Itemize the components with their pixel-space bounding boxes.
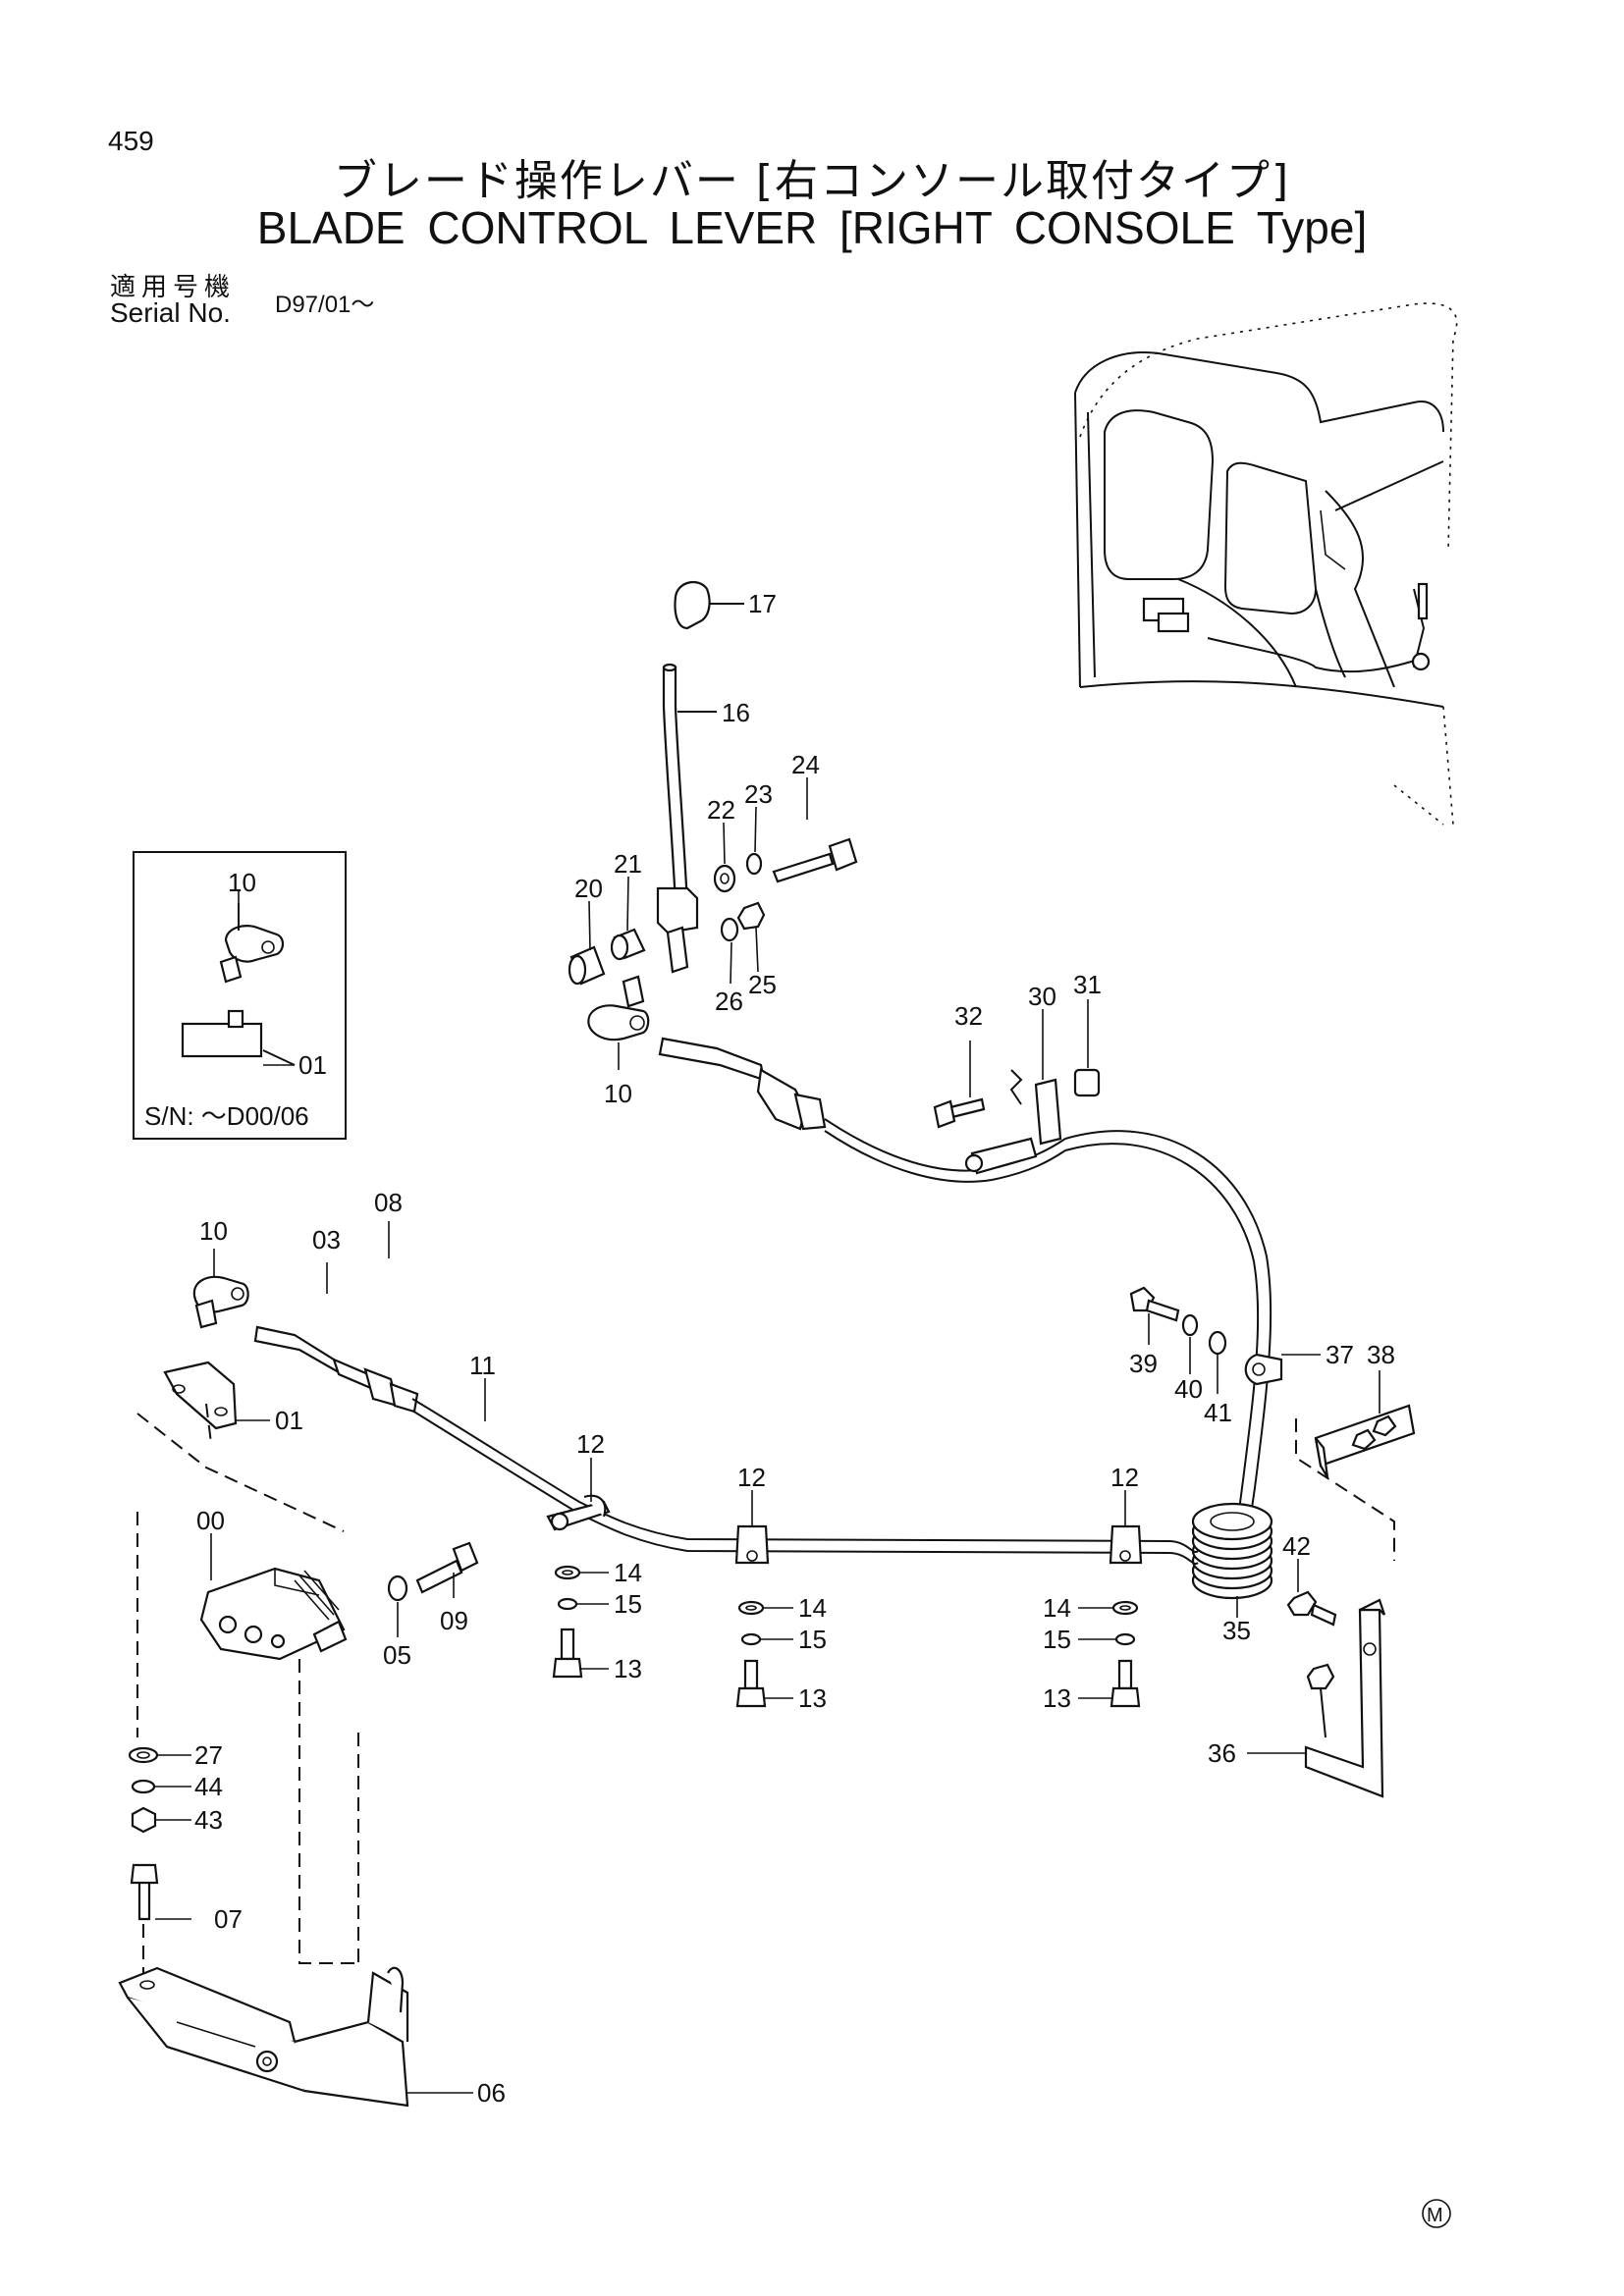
callout-inset-01: 01 (298, 1050, 327, 1080)
callout-36: 36 (1208, 1738, 1236, 1768)
callout-41: 41 (1204, 1398, 1232, 1427)
callout-09: 09 (440, 1606, 468, 1635)
lever-assembly (568, 580, 1272, 1552)
svg-text:M: M (1427, 2205, 1443, 2226)
callout-14-c: 14 (1043, 1593, 1071, 1623)
callout-13-b: 13 (798, 1683, 827, 1713)
callout-13-c: 13 (1043, 1683, 1071, 1713)
callout-13-a: 13 (614, 1654, 642, 1683)
fastener-set-c (1110, 1600, 1141, 1708)
callout-14-a: 14 (614, 1558, 642, 1587)
callout-31: 31 (1073, 970, 1102, 999)
callout-20: 20 (574, 874, 603, 903)
page-number: 459 (108, 126, 154, 156)
cable-coil (1191, 1502, 1273, 1600)
bracket-36 (1286, 1590, 1386, 1798)
bracket-06 (118, 1966, 409, 2108)
callout-15-c: 15 (1043, 1625, 1071, 1654)
title-english: BLADE CONTROL LEVER [RIGHT CONSOLE Type] (256, 202, 1368, 253)
callout-12-a: 12 (576, 1429, 605, 1459)
fastener-set-left (128, 1746, 159, 1973)
callout-25: 25 (748, 970, 777, 999)
callout-12-b: 12 (737, 1463, 766, 1492)
serial-label-english: Serial No. (110, 297, 231, 328)
callout-10-upper: 10 (604, 1079, 632, 1108)
callout-22: 22 (707, 795, 735, 825)
callout-05: 05 (383, 1640, 411, 1670)
callout-26: 26 (715, 987, 743, 1016)
callout-12-c: 12 (1110, 1463, 1139, 1492)
connector-assembly (136, 1512, 479, 1964)
callout-42: 42 (1282, 1531, 1311, 1561)
callout-35: 35 (1222, 1616, 1251, 1645)
callout-44: 44 (194, 1772, 223, 1801)
callout-labels: 10 01 S/N: ～D00/06 17 16 24 22 23 20 21 … (144, 589, 1395, 2108)
callout-24: 24 (791, 750, 820, 779)
callout-27: 27 (194, 1740, 223, 1770)
fastener-set-a (552, 1565, 583, 1679)
callout-30: 30 (1028, 982, 1056, 1011)
title-japanese: ブレード操作レバー [右コンソール取付タイプ] (333, 156, 1291, 206)
callout-10-left: 10 (199, 1216, 228, 1246)
fastener-set-b (735, 1600, 767, 1708)
callout-01: 01 (275, 1406, 303, 1435)
serial-value: D97/01～ (275, 292, 375, 318)
callout-15-b: 15 (798, 1625, 827, 1654)
serial-label-japanese: 適用号機 (110, 273, 237, 302)
callout-16: 16 (722, 698, 750, 727)
callout-08: 08 (374, 1188, 403, 1217)
callout-23: 23 (744, 779, 773, 809)
callout-inset-10: 10 (228, 868, 256, 897)
callout-07: 07 (214, 1904, 243, 1934)
callout-17: 17 (748, 589, 777, 618)
callout-15-a: 15 (614, 1589, 642, 1619)
callout-37: 37 (1326, 1340, 1354, 1369)
callout-14-b: 14 (798, 1593, 827, 1623)
inset-old-serial (133, 851, 347, 1140)
callout-11: 11 (469, 1351, 496, 1380)
cab-illustration (1074, 302, 1458, 826)
callout-43: 43 (194, 1805, 223, 1835)
cable-run-lower (136, 1275, 1199, 1566)
callout-21: 21 (614, 849, 642, 879)
callout-00: 00 (196, 1506, 225, 1535)
corner-mark: M (1422, 2199, 1451, 2228)
inset-serial-note: S/N: ～D00/06 (144, 1101, 309, 1131)
callout-39: 39 (1129, 1349, 1158, 1378)
callout-32: 32 (954, 1001, 983, 1031)
callout-38: 38 (1367, 1340, 1395, 1369)
callout-03: 03 (312, 1225, 341, 1255)
callout-40: 40 (1174, 1374, 1203, 1404)
callout-06: 06 (477, 2078, 506, 2108)
clamp-bracket-right (1129, 1286, 1416, 1561)
